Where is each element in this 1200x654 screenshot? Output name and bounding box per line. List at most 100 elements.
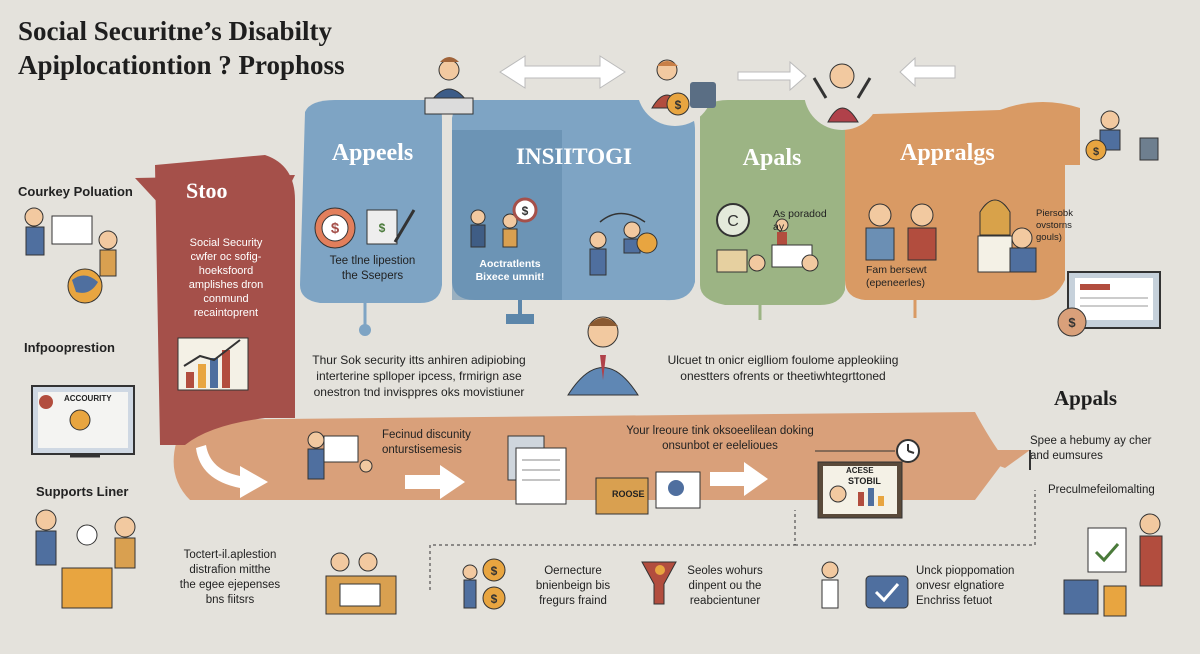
text-line: Oernecture [544, 565, 602, 577]
bottom-item-1: Oernecture bnienbeign bis fregurs fraind [518, 564, 628, 609]
text-line: bns fiitsrs [205, 594, 255, 606]
apals-stage-shape [700, 100, 845, 305]
text-line: onestron tnd invisppres oks movistiuner [313, 385, 525, 399]
appals-label: Appals [1054, 386, 1118, 410]
bottom-item-2: Seoles wohurs dinpent ou the reabcientun… [670, 564, 780, 609]
left-label-3: Supports Liner [36, 484, 129, 499]
text-line: fregurs fraind [539, 595, 607, 607]
monitor-icon [817, 461, 903, 519]
dollar-coin-icon: $ [1057, 307, 1087, 337]
person-icon [470, 209, 518, 248]
dollar-coin-icon: $ [314, 207, 356, 249]
document-icon: $ [366, 209, 416, 245]
document-icon [1087, 527, 1127, 573]
svg-text:$: $ [1068, 315, 1076, 330]
text-line: Seoles wohurs [687, 565, 763, 577]
caption-line: As poradod [773, 208, 827, 220]
bottom-left-text: Toctert-il.aplestion distrafion mitthe t… [160, 548, 300, 608]
svg-text:$: $ [1093, 146, 1099, 158]
document-icon [507, 435, 567, 505]
appeels-heading: Appeels [331, 140, 414, 166]
caption-line: Aoctratlents [479, 258, 541, 270]
title-line-1: Social Securitne’s Disabilty [18, 16, 332, 46]
text-line: the egee ejepenses [179, 579, 281, 591]
middle-right-text: Ulcuet tn onicr eiglliom foulome appleok… [648, 352, 918, 384]
chart-icon [177, 337, 249, 391]
stoo-line: Social Security [189, 237, 263, 249]
apals-caption: As poradod ay [773, 208, 827, 234]
svg-text:$: $ [675, 98, 682, 112]
briefcase-icon [595, 471, 701, 515]
side-note: Spee a hebumy ay cher and eumsures [1030, 434, 1190, 464]
person-icon [462, 564, 478, 609]
text-line: and eumsures [1030, 450, 1103, 462]
text-line: Fecinud discunity [382, 429, 471, 441]
person-icon [775, 218, 789, 246]
stoo-text: Social Security cwfer oc sofig- hoeksfoo… [164, 236, 288, 320]
monitor-icon [31, 385, 135, 458]
title-line-2: Apiplocationtion ? Prophoss [18, 50, 345, 80]
stoo-line: recaintoprent [193, 307, 259, 319]
text-line: Enchriss fetuot [916, 595, 993, 607]
svg-text:$: $ [491, 592, 498, 606]
caption-line: the Ssepers [341, 270, 404, 282]
text-line: Toctert-il.aplestion [183, 549, 277, 561]
dollar-coin-icon: $ [1085, 139, 1107, 161]
person-icon [424, 57, 474, 115]
globe-icon: C [716, 203, 750, 237]
caption-line: Piersobk [1036, 208, 1073, 219]
left-label-1: Courkey Poluation [18, 184, 133, 199]
appeels-stage-shape [300, 100, 442, 303]
clock-icon [896, 439, 920, 463]
person-icon [865, 199, 1037, 273]
globe-icon [67, 268, 103, 304]
board-title-1: ACESE [846, 466, 874, 475]
stoo-line: hoeksfoord [198, 265, 254, 277]
band-caption-1: Fecinud discunity onturstisemesis [382, 428, 471, 458]
apprals-heading: Appralgs [900, 140, 995, 166]
insiitogi-heading: INSIITOGI [516, 144, 632, 169]
text-line: bnienbeign bis [535, 580, 611, 592]
text-line: Spee a hebumy ay cher [1030, 435, 1152, 447]
insiitogi-caption: Aoctratlents Bixece umnit! [455, 258, 565, 284]
caption-line: Tee tlne lipestion [329, 255, 416, 267]
person-icon [589, 221, 641, 276]
svg-text:$: $ [491, 564, 498, 578]
person-icon [35, 509, 136, 609]
person-icon [567, 316, 639, 396]
apprals-left-caption: Fam bersewt (epeneerles) [866, 264, 927, 290]
stoo-heading: Stoo [186, 178, 228, 203]
briefcase-icon [865, 575, 909, 609]
svg-text:C: C [727, 213, 739, 230]
caption-line: Fam bersewt [866, 264, 927, 276]
text-line: interterine splloper ipcess, frmirign as… [316, 369, 522, 383]
apprals-right-caption: Piersobk ovstorns gouls) [1036, 208, 1073, 244]
person-icon [307, 431, 373, 480]
dollar-coin-icon: $ [512, 197, 538, 223]
text-line: onturstisemesis [382, 444, 462, 456]
dollar-coin-icon: $ [666, 92, 690, 116]
text-line: Thur Sok security itts anhiren adipiobin… [312, 353, 526, 367]
stoo-line: conmund [203, 293, 249, 305]
person-icon [812, 63, 872, 123]
text-line: onsunbot er eelelioues [662, 440, 778, 452]
text-line: distrafion mitthe [189, 564, 271, 576]
process-band [173, 412, 1006, 500]
caption-line: (epeneerles) [866, 277, 925, 289]
caption-line: ovstorns [1036, 220, 1072, 231]
person-icon [1139, 513, 1163, 587]
left-label-2: Infpooprestion [24, 340, 115, 355]
text-line: Ulcuet tn onicr eiglliom foulome appleok… [667, 353, 899, 367]
caption-line: ay [773, 221, 785, 233]
svg-text:$: $ [522, 204, 529, 218]
arrow-icon [196, 445, 768, 499]
text-line: reabcientuner [689, 595, 761, 607]
text-line: Unck pioppomation [916, 565, 1015, 577]
text-line: onvesr elgnatiore [916, 580, 1005, 592]
screen-text: ACCOURITY [64, 394, 112, 403]
person-icon [24, 207, 118, 277]
text-line: dinpent ou the [688, 580, 762, 592]
bottom-side-label: Preculmefeilomalting [1048, 484, 1155, 496]
caption-line: Bixece umnit! [475, 271, 545, 283]
